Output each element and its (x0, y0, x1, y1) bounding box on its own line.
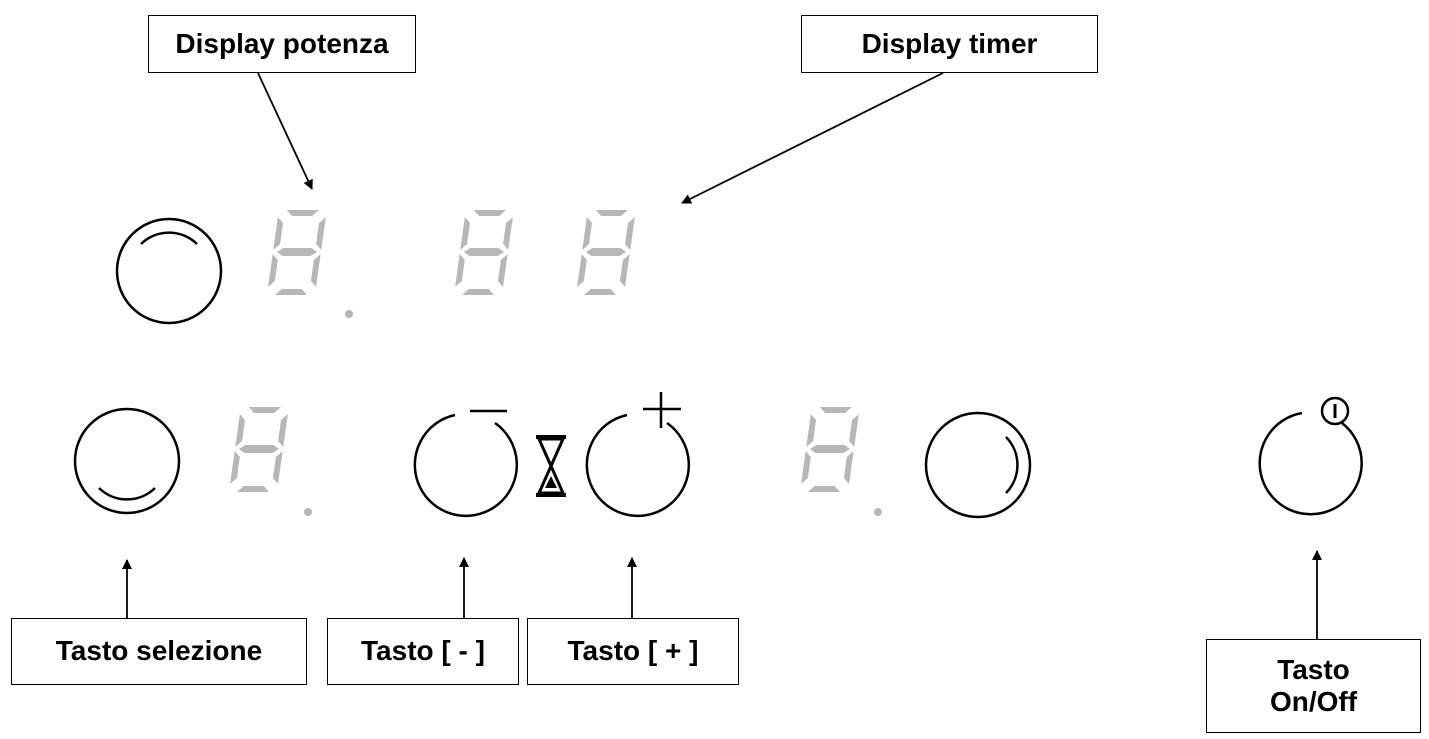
callout-label: Display timer (861, 27, 1038, 59)
seven-segment-digit (453, 210, 514, 295)
callout-display-potenza: Display potenza (148, 15, 416, 73)
callout-label: Tasto [ + ] (567, 635, 699, 667)
seven-segment-digit (228, 407, 289, 492)
timer-display (453, 210, 636, 295)
callout-label: Tasto [ - ] (361, 635, 485, 667)
callout-label-line2: On/Off (1269, 686, 1358, 717)
decimal-dot (345, 310, 353, 318)
cooking-zone-right-icon[interactable] (924, 411, 1032, 519)
hourglass-icon (536, 435, 566, 497)
callout-tasto-selezione: Tasto selezione (11, 618, 307, 685)
seven-segment-digit (575, 210, 636, 295)
power-level-display-bottom-left (228, 407, 312, 516)
power-button-icon[interactable] (1258, 396, 1363, 516)
power-level-display-top (266, 210, 353, 318)
callout-label: Display potenza (175, 27, 389, 59)
minus-button-icon[interactable] (413, 409, 519, 518)
seven-segment-digit (266, 210, 327, 295)
seven-segment-digit (799, 407, 860, 492)
callout-label: Tasto selezione (55, 635, 263, 667)
callout-display-timer: Display timer (801, 15, 1098, 73)
decimal-dot (874, 508, 882, 516)
arrow-display-potenza (257, 72, 313, 190)
callout-label-line1: Tasto (1277, 653, 1350, 685)
callout-tasto-piu: Tasto [ + ] (527, 618, 739, 685)
cooking-zone-bottom-left-icon[interactable] (73, 407, 181, 515)
callout-tasto-meno: Tasto [ - ] (327, 618, 519, 685)
callout-tasto-onoff: Tasto On/Off (1206, 639, 1421, 733)
power-level-display-bottom-right (799, 407, 882, 516)
callout-arrows (122, 72, 1322, 639)
plus-button-icon[interactable] (585, 392, 691, 518)
cooking-zone-top-left-icon[interactable] (115, 217, 223, 325)
decimal-dot (304, 508, 312, 516)
arrow-display-timer (681, 72, 944, 204)
